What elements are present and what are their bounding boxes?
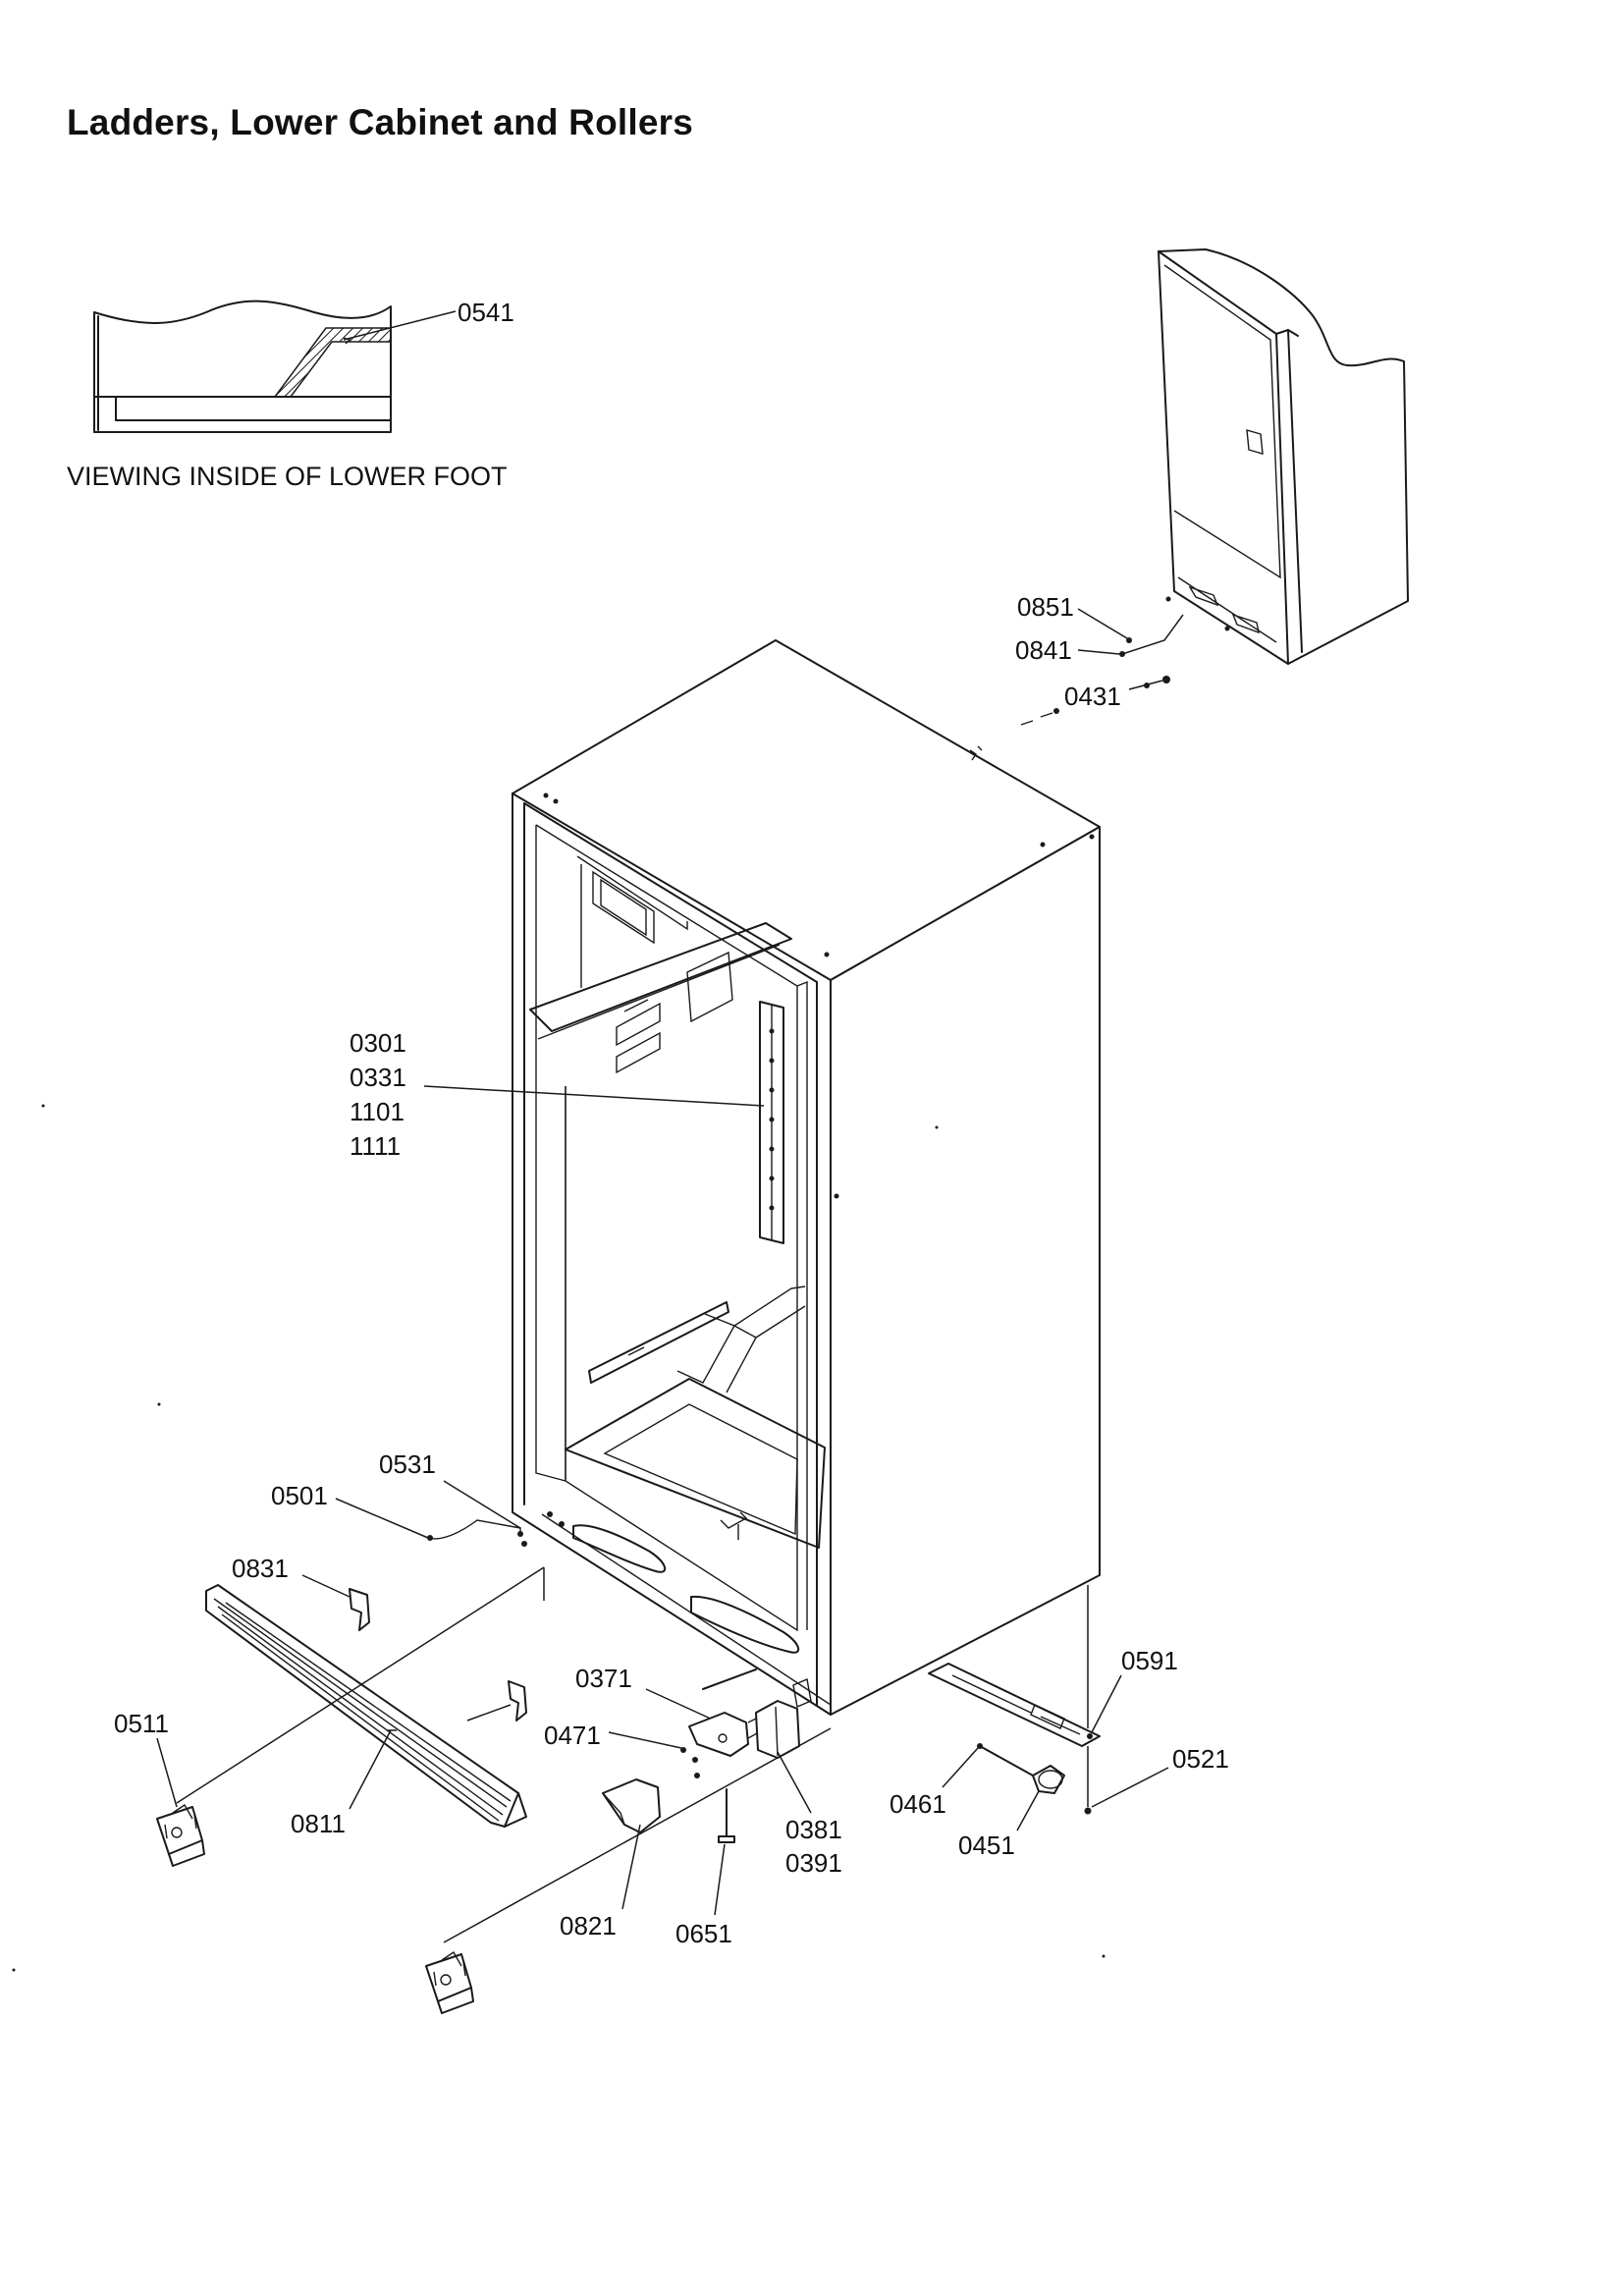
part-label-0531: 0531 [379,1449,436,1479]
caption-inset: VIEWING INSIDE OF LOWER FOOT [67,462,508,491]
rear-panel-assembly [1158,248,1409,665]
roller-rail-0591 [928,1663,1101,1747]
part-label-0541: 0541 [458,298,514,327]
page-title: Ladders, Lower Cabinet and Rollers [67,102,693,142]
part-label-1111: 1111 [350,1131,401,1161]
part-label-0391: 0391 [785,1848,842,1878]
part-label-0511: 0511 [114,1709,169,1738]
part-label-0651: 0651 [675,1919,732,1948]
part-label-0821: 0821 [560,1911,617,1941]
grille-0811 [205,1584,527,1828]
part-label-0461: 0461 [890,1789,946,1819]
part-label-0381: 0381 [785,1815,842,1844]
part-label-0851: 0851 [1017,592,1074,622]
part-label-0331: 0331 [350,1063,406,1092]
part-label-0371: 0371 [575,1664,632,1693]
part-label-0431: 0431 [1064,682,1121,711]
roller-lower [425,1951,474,2014]
part-label-0501: 0501 [271,1481,328,1510]
part-label-0521: 0521 [1172,1744,1229,1774]
part-label-0591: 0591 [1121,1646,1178,1675]
part-label-0301: 0301 [350,1028,406,1058]
part-label-0831: 0831 [232,1554,289,1583]
inset-lower-foot [93,300,457,433]
part-label-0451: 0451 [958,1831,1015,1860]
part-label-0841: 0841 [1015,635,1072,665]
part-label-0811: 0811 [291,1809,346,1838]
part-label-1101: 1101 [350,1097,404,1126]
part-label-0471: 0471 [544,1721,601,1750]
cabinet-assembly [512,639,1101,1716]
roller-0511 [156,1804,205,1867]
